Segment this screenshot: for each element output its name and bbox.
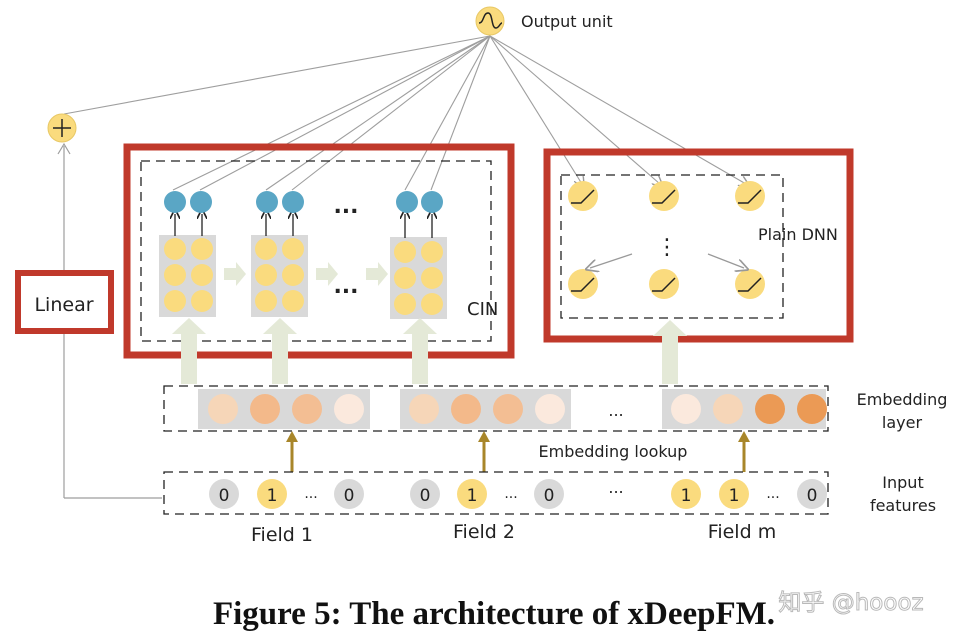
dnn-arrow xyxy=(707,253,744,268)
plain-dnn-label: Plain DNN xyxy=(758,225,838,244)
feature-value: 0 xyxy=(219,486,230,506)
embedding-layer: ... Embedding layer xyxy=(163,385,948,432)
embedding-layer-label-line2: layer xyxy=(882,413,923,432)
feature-value: 0 xyxy=(544,486,555,506)
dnn-node xyxy=(735,181,765,211)
cin-arrow xyxy=(316,262,338,286)
embedding-up-arrows xyxy=(172,318,687,384)
embedding-vector xyxy=(400,389,571,429)
dnn-node xyxy=(649,181,679,211)
relu-icon xyxy=(652,277,676,292)
cin-label: CIN xyxy=(467,299,498,320)
embedding-vector xyxy=(662,389,827,429)
relu-icon xyxy=(738,189,762,204)
feature-value: 1 xyxy=(467,486,478,506)
dnn-node xyxy=(568,181,598,211)
watermark: 知乎 @hoooz xyxy=(778,590,923,616)
output-connections xyxy=(63,35,746,191)
field-1-label: Field 1 xyxy=(251,524,313,546)
feature-value: 0 xyxy=(344,486,355,506)
embedding-layer-label-line1: Embedding xyxy=(857,390,948,409)
input-features-label-line2: features xyxy=(870,496,936,515)
lookup-arrows xyxy=(286,431,750,472)
cin-ellipsis-top: ... xyxy=(333,194,358,219)
sum-node xyxy=(47,113,77,143)
cin-feature-map xyxy=(159,191,216,317)
dnn-vertical-dots: ⋮ xyxy=(656,235,678,260)
feature-value: 0 xyxy=(807,486,818,506)
input-field-2: 0 1 ... 0 xyxy=(410,479,564,509)
linear-label: Linear xyxy=(34,294,93,316)
relu-icon xyxy=(652,189,676,204)
output-unit: Output unit xyxy=(475,6,613,36)
cin-arrow xyxy=(224,262,246,286)
field-2-label: Field 2 xyxy=(453,521,515,543)
embedding-vector xyxy=(198,389,370,429)
feature-value: 0 xyxy=(420,486,431,506)
figure-caption: Figure 5: The architecture of xDeepFM. xyxy=(213,596,775,632)
dnn-node xyxy=(735,269,765,299)
input-features-label-line1: Input xyxy=(882,473,923,492)
field-m-label: Field m xyxy=(708,521,776,543)
cin-feature-map xyxy=(390,191,447,319)
relu-icon xyxy=(571,277,595,292)
embedding-ellipsis: ... xyxy=(608,401,623,420)
input-features: 0 1 ... 0 0 1 ... 0 ... 1 1 ... 0 Input xyxy=(163,471,936,515)
cin-feature-map xyxy=(251,191,308,317)
output-unit-label: Output unit xyxy=(521,12,613,31)
sigmoid-icon xyxy=(478,12,503,29)
dnn-node xyxy=(568,269,598,299)
feature-value: 1 xyxy=(729,486,740,506)
relu-icon xyxy=(738,277,762,292)
input-field-m: 1 1 ... 0 xyxy=(671,479,827,509)
embedding-lookup-label: Embedding lookup xyxy=(539,442,688,461)
cin-block: CIN xyxy=(123,143,515,359)
linear-block: Linear xyxy=(15,270,114,334)
cin-ellipsis-middle: ... xyxy=(333,274,358,299)
feature-value: 1 xyxy=(681,486,692,506)
feature-ellipsis: ... xyxy=(766,486,779,502)
dnn-block: Plain DNN ⋮ xyxy=(543,148,854,343)
feature-value: 1 xyxy=(267,486,278,506)
input-field-1: 0 1 ... 0 xyxy=(209,479,364,509)
feature-ellipsis: ... xyxy=(304,486,317,502)
dnn-arrow xyxy=(590,253,633,268)
fields-ellipsis: ... xyxy=(608,478,623,497)
dnn-node xyxy=(649,269,679,299)
relu-icon xyxy=(571,189,595,204)
feature-ellipsis: ... xyxy=(504,486,517,502)
cin-arrow xyxy=(366,262,388,286)
